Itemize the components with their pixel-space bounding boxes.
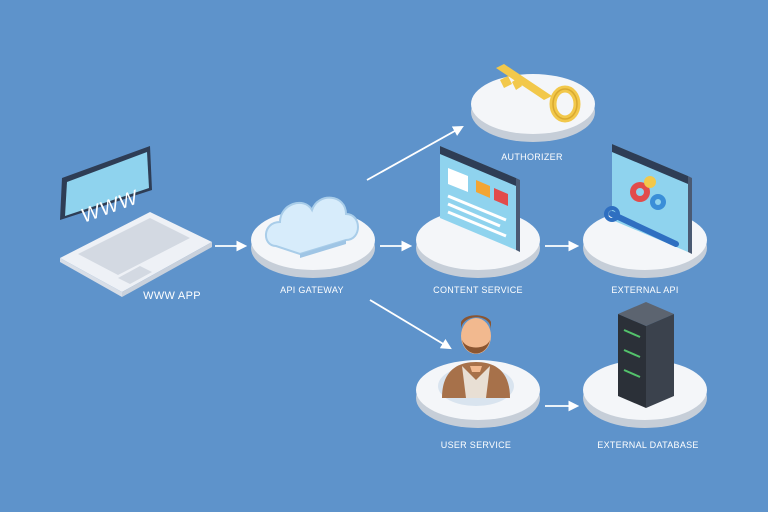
external-database-label: EXTERNAL DATABASE bbox=[597, 440, 699, 450]
server-rack-icon bbox=[618, 302, 674, 408]
laptop-icon bbox=[60, 146, 212, 297]
user-service-label: USER SERVICE bbox=[440, 440, 512, 450]
content-service-label: CONTENT SERVICE bbox=[433, 285, 523, 295]
arrows bbox=[215, 125, 580, 412]
api-gateway-label: API GATEWAY bbox=[280, 285, 344, 295]
authorizer-label: AUTHORIZER bbox=[501, 152, 563, 162]
wrench-icon bbox=[604, 206, 679, 247]
external-api-label: EXTERNAL API bbox=[611, 285, 679, 295]
browser-window-icon bbox=[440, 146, 520, 252]
cloud-icon bbox=[265, 196, 359, 258]
www-app-label: WWW APP bbox=[143, 290, 201, 302]
person-avatar-icon bbox=[442, 315, 510, 398]
arrow-gateway-to-authorizer bbox=[366, 125, 464, 181]
key-icon bbox=[496, 64, 581, 123]
arrow-gateway-to-user bbox=[369, 299, 452, 350]
gears-icon bbox=[630, 176, 666, 210]
